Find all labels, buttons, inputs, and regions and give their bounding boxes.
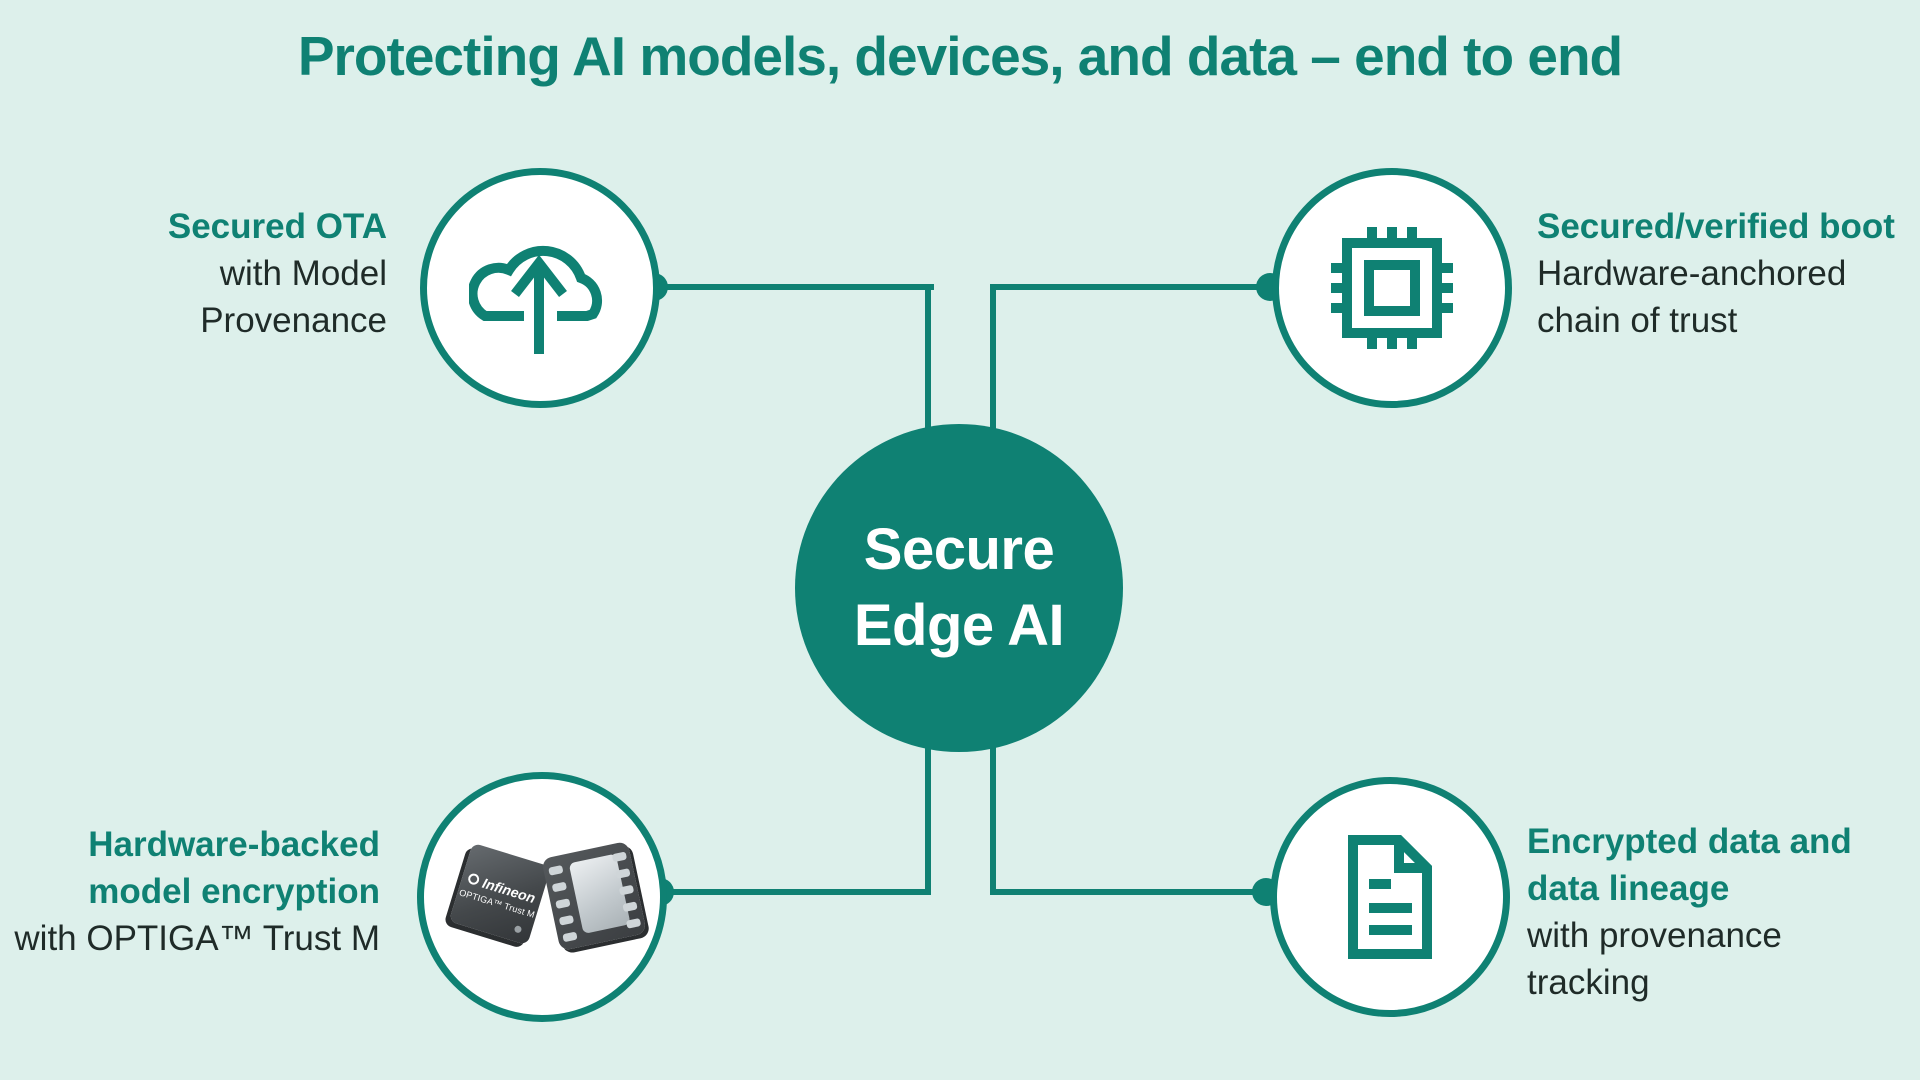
connector-bottom-right-horizontal — [990, 889, 1268, 895]
chip-pad — [558, 914, 575, 926]
label-model-encryption: Hardware-backed model encryption with OP… — [14, 821, 380, 962]
connector-top-left-vertical — [925, 284, 931, 434]
chip-pad — [551, 881, 568, 893]
node-circle-model-encryption: Infineon OPTIGA™ Trust M — [417, 772, 667, 1022]
center-line-1: Secure — [863, 517, 1055, 582]
label-body-line: Hardware-anchored — [1537, 254, 1847, 293]
label-heading: Secured OTA — [167, 207, 387, 246]
cloud-upload-icon — [469, 245, 602, 354]
center-line-2: Edge AI — [853, 593, 1065, 658]
connector-top-left-horizontal — [652, 284, 934, 290]
node-circle-secured-boot — [1272, 168, 1512, 408]
connector-bottom-left-vertical — [925, 744, 931, 895]
connector-top-right-horizontal — [990, 284, 1272, 290]
chip-pad — [548, 865, 564, 876]
label-heading: data lineage — [1527, 869, 1730, 908]
label-heading: model encryption — [88, 872, 380, 911]
node-circle-secured-ota — [420, 168, 660, 408]
label-encrypted-data: Encrypted data and data lineage with pro… — [1527, 818, 1852, 1006]
label-heading: Hardware-backed — [88, 825, 380, 864]
label-body-line: with OPTIGA™ Trust M — [14, 919, 380, 958]
label-heading: Secured/verified boot — [1537, 207, 1895, 246]
document-icon — [1348, 835, 1432, 959]
optiga-trust-m-module-photo: Infineon OPTIGA™ Trust M — [424, 779, 660, 1015]
label-body-line: with Model — [219, 254, 387, 293]
connector-bottom-left-horizontal — [656, 889, 931, 895]
infineon-ring-icon — [467, 872, 481, 887]
label-body-line: with provenance — [1527, 916, 1782, 955]
label-body-line: tracking — [1527, 963, 1650, 1002]
center-circle-secure-edge-ai: Secure Edge AI — [795, 424, 1123, 752]
label-secured-boot: Secured/verified boot Hardware-anchored … — [1537, 203, 1895, 344]
chip-pad — [611, 851, 628, 863]
chip-icon — [1331, 227, 1453, 349]
chip-pad — [622, 901, 638, 913]
chip-pin1-marker — [513, 924, 523, 934]
chip-pad — [615, 868, 631, 879]
node-circle-encrypted-data — [1270, 777, 1510, 1017]
label-body-line: Provenance — [200, 301, 387, 340]
chip-pad — [555, 898, 571, 909]
chip-pad — [625, 918, 642, 929]
chip-pad — [562, 931, 578, 943]
optiga-chip-front: Infineon OPTIGA™ Trust M — [448, 842, 552, 946]
label-heading: Encrypted data and — [1527, 822, 1852, 861]
label-secured-ota: Secured OTA with Model Provenance — [168, 203, 387, 344]
connector-top-right-vertical — [990, 284, 996, 434]
label-body-line: chain of trust — [1537, 301, 1738, 340]
optiga-chip-back — [541, 840, 647, 952]
connector-bottom-right-vertical — [990, 744, 996, 895]
page-title: Protecting AI models, devices, and data … — [297, 25, 1623, 87]
chip-pad — [618, 884, 635, 896]
